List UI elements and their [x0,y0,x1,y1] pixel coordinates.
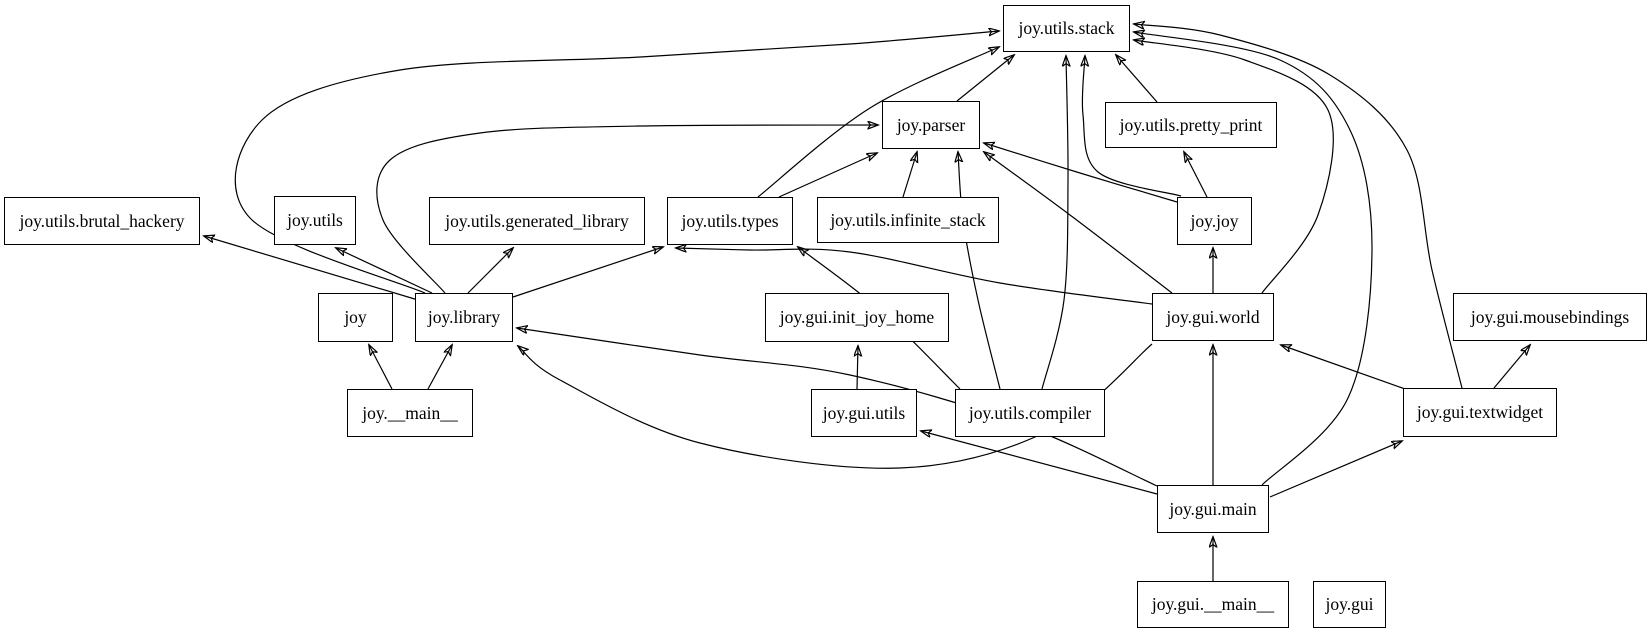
graph-node-label: joy.utils.brutal_hackery [19,210,185,231]
edge-gui_main-to-gui_utils [921,431,1158,495]
edge-joy_joy-to-parser [984,143,1178,203]
edge-main_mod-to-joy [369,345,393,390]
graph-node-label: joy.utils.infinite_stack [830,209,986,230]
edge-library-to-parser [376,125,878,294]
edge-types-to-parser [778,153,877,198]
edge-infinite_stack-to-parser [902,152,917,198]
graph-node-label: joy.gui.utils [822,402,906,423]
graph-node-label: joy.utils.stack [1018,18,1115,38]
edge-library-to-utils [336,248,433,294]
graph-node-label: joy.parser [896,114,966,135]
graph-node-gui_main_mod: joy.gui.__main__ [1137,581,1289,628]
graph-node-label: joy.gui.textwidget [1416,402,1544,422]
graph-node-generated_library: joy.utils.generated_library [429,197,645,245]
edge-compiler-to-parser [958,152,1001,390]
edge-library-to-generated_library [467,248,513,294]
graph-node-pretty_print: joy.utils.pretty_print [1105,102,1277,148]
edge-parser-to-utils_stack [956,55,1014,102]
edge-pretty_print-to-utils_stack [1116,55,1158,103]
edge-main_mod-to-library [427,345,452,390]
edge-compiler-to-utils_stack [1041,56,1068,390]
graph-node-utils: joy.utils [274,196,356,245]
edge-gui_main-to-library [517,328,1158,487]
graph-node-utils_stack: joy.utils.stack [1003,5,1130,52]
graph-node-label: joy.library [427,307,501,327]
graph-node-world: joy.gui.world [1152,293,1274,341]
edge-world-to-utils_stack [1134,40,1334,294]
edge-library-to-types [512,247,663,298]
graph-node-label: joy.gui.main [1169,498,1257,519]
edge-world-to-types [676,248,1153,305]
graph-node-textwidget: joy.gui.textwidget [1403,388,1557,437]
graph-node-label: joy.joy [1190,210,1239,231]
edge-joy_joy-to-pretty_print [1184,152,1208,198]
edge-library-to-brutal_hackery [204,236,419,301]
graph-node-gui: joy.gui [1313,581,1386,628]
edge-gui_utils-to-init_joy_home [857,346,858,390]
edge-textwidget-to-mousebindings [1493,345,1530,389]
graph-node-label: joy.gui.init_joy_home [779,307,935,327]
graph-node-label: joy.utils [287,210,343,230]
graph-node-label: joy.gui.mousebindings [1470,306,1630,327]
graph-node-label: joy.__main__ [362,402,458,423]
edge-gui_main-to-textwidget [1269,441,1402,498]
edge-world-to-parser [984,152,1173,294]
graph-node-library: joy.library [415,293,513,342]
edge-joy_joy-to-utils_stack [1082,56,1182,197]
edge-gui_main-to-utils_stack [1134,32,1373,486]
graph-node-infinite_stack: joy.utils.infinite_stack [817,197,999,243]
graph-node-joy_joy: joy.joy [1177,197,1252,245]
graph-node-mousebindings: joy.gui.mousebindings [1453,293,1647,341]
graph-node-compiler: joy.utils.compiler [955,389,1105,437]
graph-node-types: joy.utils.types [667,197,793,245]
graph-node-parser: joy.parser [882,101,980,149]
graph-node-init_joy_home: joy.gui.init_joy_home [765,293,949,342]
graph-node-label: joy.gui [1325,594,1374,614]
graph-node-label: joy.utils.compiler [968,402,1092,423]
graph-node-label: joy [344,307,367,327]
graph-node-gui_main: joy.gui.main [1157,485,1269,533]
graph-node-gui_utils: joy.gui.utils [811,389,917,437]
graph-node-brutal_hackery: joy.utils.brutal_hackery [4,197,200,245]
edge-textwidget-to-world [1281,345,1409,391]
graph-node-joy: joy [318,293,393,342]
edge-types-to-utils_stack [757,47,999,198]
edge-textwidget-to-utils_stack [1134,24,1463,389]
graph-node-label: joy.utils.pretty_print [1119,114,1263,135]
edge-library-to-utils_stack [234,31,999,294]
graph-node-label: joy.gui.__main__ [1151,594,1275,614]
graph-node-label: joy.utils.types [681,210,779,231]
graph-node-label: joy.gui.world [1166,306,1260,327]
graph-node-main_mod: joy.__main__ [347,389,473,437]
graph-node-label: joy.utils.generated_library [445,210,629,231]
